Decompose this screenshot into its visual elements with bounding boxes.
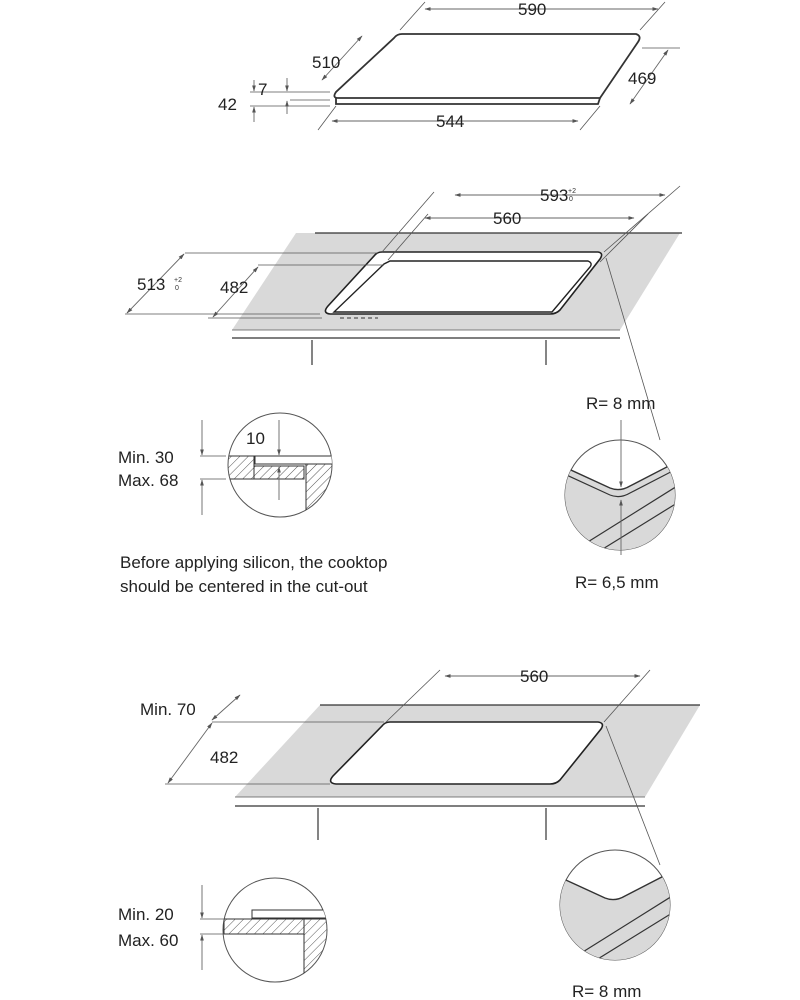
dim-outer-depth: 513 xyxy=(137,275,165,294)
dim-base-depth: 469 xyxy=(628,69,656,88)
dim-inner-depth: 482 xyxy=(220,278,248,297)
standard-corner-detail: R= 8 mm xyxy=(559,849,671,1000)
corner-radius: R= 8 mm xyxy=(572,982,641,1000)
flush-section-detail: 10 Min. 30 Max. 68 xyxy=(118,412,333,518)
inner-radius: R= 6,5 mm xyxy=(575,573,659,592)
svg-text:+2: +2 xyxy=(568,188,576,195)
min-thickness: Min. 20 xyxy=(118,905,174,924)
flush-corner-detail: R= 8 mm R= 6,5 mm xyxy=(564,394,676,592)
step-dimension: 10 xyxy=(246,429,265,448)
outer-radius: R= 8 mm xyxy=(586,394,655,413)
dim-glass-height: 7 xyxy=(258,80,267,99)
max-thickness: Max. 60 xyxy=(118,931,178,950)
dim-outer-width: 593 xyxy=(540,186,568,205)
flush-cutout-drawing: 593 +2 0 560 513 +2 0 482 xyxy=(125,185,682,441)
dim-depth: 510 xyxy=(312,53,340,72)
dim-depth: 482 xyxy=(210,748,238,767)
min-thickness: Min. 30 xyxy=(118,448,174,467)
standard-cutout-drawing: 560 482 Min. 70 xyxy=(140,667,700,866)
standard-section-detail: Min. 20 Max. 60 xyxy=(118,877,328,983)
svg-text:+2: +2 xyxy=(174,277,182,284)
dim-width: 560 xyxy=(520,667,548,686)
min-front-distance: Min. 70 xyxy=(140,700,196,719)
dim-inner-width: 560 xyxy=(493,209,521,228)
cooktop-drawing: 590 510 469 544 42 7 xyxy=(218,0,680,131)
svg-text:0: 0 xyxy=(175,285,179,292)
dim-height: 42 xyxy=(218,95,237,114)
max-thickness: Max. 68 xyxy=(118,471,178,490)
dim-width: 590 xyxy=(518,0,546,19)
svg-text:0: 0 xyxy=(569,196,573,203)
dim-base-width: 544 xyxy=(436,112,464,131)
note-line-1: Before applying silicon, the cooktop xyxy=(120,553,387,572)
note-line-2: should be centered in the cut-out xyxy=(120,577,368,596)
